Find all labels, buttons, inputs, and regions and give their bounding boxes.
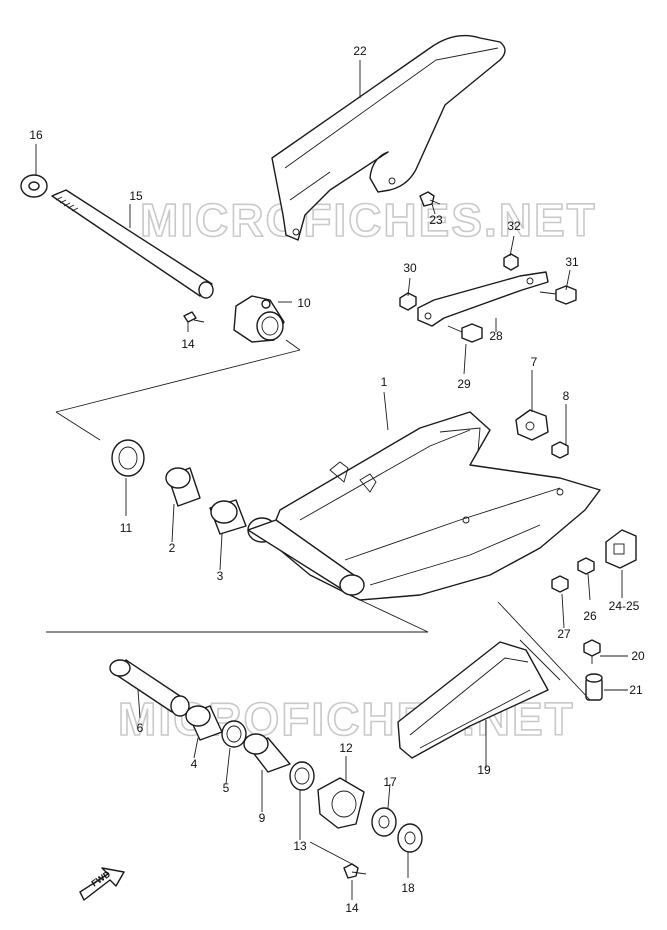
bracket-7 [515, 409, 549, 441]
nut-32 [503, 253, 519, 271]
bolt-29 [447, 323, 483, 343]
seal-11 [111, 439, 145, 477]
callout-12: 12 [339, 741, 353, 755]
callout-19: 19 [477, 763, 491, 777]
callout-23: 23 [429, 213, 443, 227]
washer-17 [371, 807, 397, 837]
leader-lines [35, 60, 628, 900]
callout-20: 20 [631, 649, 645, 663]
bearing-3 [209, 499, 247, 535]
callout-29: 29 [457, 377, 471, 391]
chain-case [271, 34, 506, 241]
bracket-10 [233, 295, 285, 343]
callout-4: 4 [191, 757, 198, 771]
callout-11: 11 [120, 521, 133, 535]
callout-7: 7 [531, 355, 538, 369]
callout-15: 15 [129, 189, 143, 203]
plate-24-25 [605, 529, 637, 569]
callout-31: 31 [565, 255, 579, 269]
callout-17: 17 [383, 775, 397, 789]
callout-27: 27 [557, 627, 571, 641]
axle-15 [51, 189, 214, 299]
callout-14: 14 [345, 901, 359, 915]
callout-2: 2 [169, 541, 176, 555]
callout-28: 28 [489, 329, 503, 343]
callout-24-25: 24-25 [609, 599, 640, 613]
pivot-bush-6 [109, 659, 190, 717]
seal-13 [289, 761, 315, 791]
guide-lines [46, 339, 591, 865]
callout-9: 9 [259, 811, 266, 825]
bolt-31 [539, 285, 577, 305]
callout-10: 10 [297, 296, 311, 310]
callout-16: 16 [29, 128, 43, 142]
callout-1: 1 [381, 375, 388, 389]
bolt-8 [551, 441, 569, 459]
collar-12 [317, 777, 365, 829]
callout-32: 32 [507, 219, 521, 233]
callout-6: 6 [137, 721, 144, 735]
chain-slider-19 [397, 641, 549, 759]
washer-16 [20, 174, 48, 198]
collar-21 [585, 673, 603, 701]
fwd-arrow-icon: FWD [79, 867, 125, 901]
callout-18: 18 [401, 881, 415, 895]
callout-21: 21 [629, 683, 643, 697]
callout-26: 26 [583, 609, 597, 623]
bolt-23 [419, 191, 441, 207]
nut-27 [551, 575, 569, 593]
bearing-4 [185, 705, 223, 741]
callout-14: 14 [181, 337, 195, 351]
callout-8: 8 [563, 389, 570, 403]
bolt-14-upper [183, 311, 205, 323]
callout-5: 5 [223, 781, 230, 795]
bearing-2 [165, 467, 201, 507]
watermark-top: MICROFICHES.NET [140, 194, 597, 246]
swingarm-1 [247, 411, 601, 601]
torque-rod-28 [417, 271, 549, 327]
sleeve-9 [243, 733, 291, 773]
washer-18 [397, 823, 423, 853]
ring-5 [221, 720, 247, 748]
callout-13: 13 [293, 839, 307, 853]
callout-22: 22 [353, 44, 367, 58]
bolt-20 [583, 639, 601, 664]
callout-3: 3 [217, 569, 224, 583]
callout-30: 30 [403, 261, 417, 275]
bolt-14-lower [343, 863, 367, 879]
bolt-26 [577, 557, 595, 575]
